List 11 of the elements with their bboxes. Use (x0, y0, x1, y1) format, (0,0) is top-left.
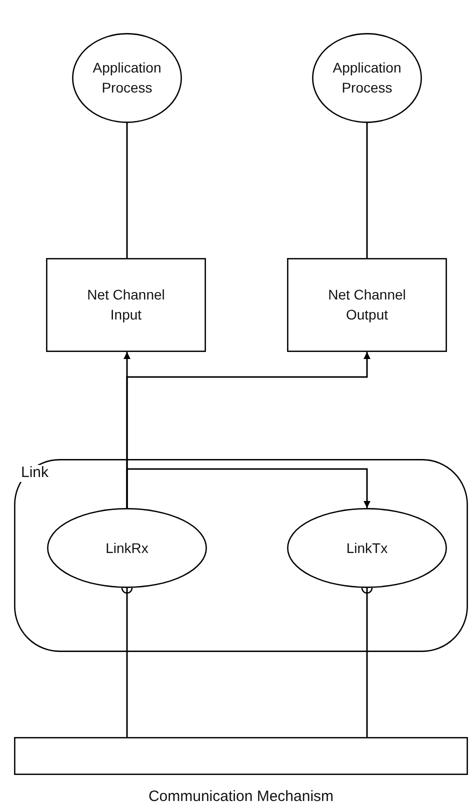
arrow (126, 468, 372, 508)
caption-text: Communication Mechanism (147, 788, 335, 805)
connector-line (366, 123, 368, 258)
node-label: Net Channel Input (86, 286, 166, 325)
node-label: Net Channel Output (327, 286, 407, 325)
node-label: Application Process (332, 58, 402, 98)
node-label: LinkRx (104, 538, 150, 558)
connector-line (126, 123, 128, 258)
group-title: Link (20, 465, 50, 482)
node-label: Application Process (92, 58, 162, 98)
node-label: LinkTx (345, 538, 389, 558)
